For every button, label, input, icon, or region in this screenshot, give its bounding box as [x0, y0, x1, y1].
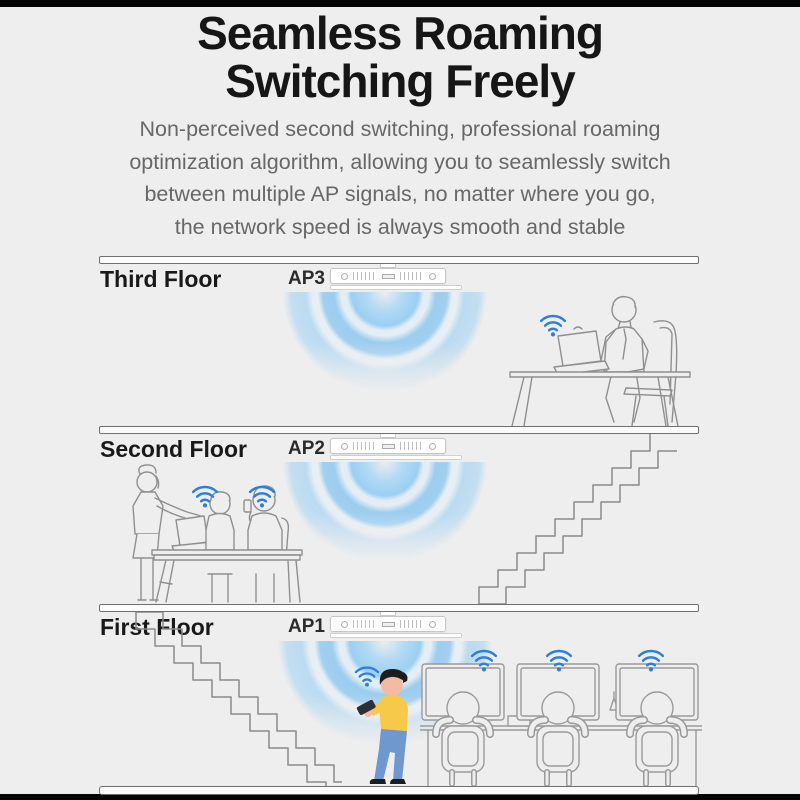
- ap-vents: [399, 272, 424, 280]
- ap-flange: [330, 285, 462, 290]
- ap2-device: [330, 434, 462, 462]
- ap-body: [330, 438, 446, 454]
- ap-flange: [330, 633, 462, 638]
- roaming-user-illustration: [337, 645, 432, 786]
- ap3-device: [330, 264, 462, 292]
- title-line-2: Switching Freely: [225, 55, 576, 107]
- title-line-1: Seamless Roaming: [197, 7, 604, 59]
- ap-led: [340, 620, 348, 628]
- ap-mount: [380, 264, 396, 268]
- subtitle-line: Non-perceived second switching, professi…: [139, 117, 661, 141]
- wifi-icon: [538, 310, 568, 338]
- ap-vents: [352, 272, 377, 280]
- ap-led: [428, 272, 436, 280]
- staircase-down-illustration: [120, 612, 342, 786]
- ap-port: [381, 273, 395, 279]
- ap-body: [330, 616, 446, 632]
- ap2-signal-arcs: [283, 462, 487, 564]
- ap-vents: [399, 442, 424, 450]
- ceiling-bar-floor2: [99, 426, 699, 434]
- ap-port: [381, 621, 395, 627]
- ap-mount: [380, 612, 396, 616]
- ap3-signal-arcs: [283, 292, 487, 394]
- ap1-device: [330, 612, 462, 640]
- wifi-icon: [636, 645, 666, 673]
- wifi-icon: [469, 645, 499, 673]
- ground-bar: [99, 786, 699, 795]
- subtitle-line: optimization algorithm, allowing you to …: [129, 149, 671, 174]
- wifi-icon: [544, 645, 574, 673]
- wifi-icon: [353, 662, 381, 688]
- man-at-desk-illustration: [508, 288, 708, 426]
- ap-vents: [399, 620, 424, 628]
- bottom-black-strip: [0, 794, 800, 800]
- ap-vents: [352, 442, 377, 450]
- floor-label-third: Third Floor: [100, 266, 222, 292]
- page-title: Seamless Roaming Switching Freely: [0, 9, 800, 105]
- subtitle-line: between multiple AP signals, no matter w…: [144, 182, 656, 206]
- ap3-label: AP3: [288, 268, 325, 289]
- top-black-strip: [0, 0, 800, 7]
- ap-led: [428, 620, 436, 628]
- ceiling-bar-floor3: [99, 256, 699, 264]
- floor-label-second: Second Floor: [100, 436, 247, 462]
- wifi-icon: [190, 481, 220, 509]
- ap-vents: [352, 620, 377, 628]
- ap-flange: [330, 455, 462, 460]
- ap-body: [330, 268, 446, 284]
- staircase-up-illustration: [465, 434, 677, 604]
- ap-mount: [380, 434, 396, 438]
- page-subtitle: Non-perceived second switching, professi…: [0, 113, 800, 243]
- workstations-illustration: [420, 650, 702, 786]
- ap-port: [381, 443, 395, 449]
- floor-label-first: First Floor: [100, 614, 214, 640]
- subtitle-line: the network speed is always smooth and s…: [174, 214, 626, 239]
- ap-led: [340, 442, 348, 450]
- ap1-label: AP1: [288, 616, 325, 637]
- ap-led: [428, 442, 436, 450]
- ap-led: [340, 272, 348, 280]
- wifi-icon: [247, 481, 277, 509]
- ceiling-bar-floor1: [99, 604, 699, 612]
- ap2-label: AP2: [288, 438, 325, 459]
